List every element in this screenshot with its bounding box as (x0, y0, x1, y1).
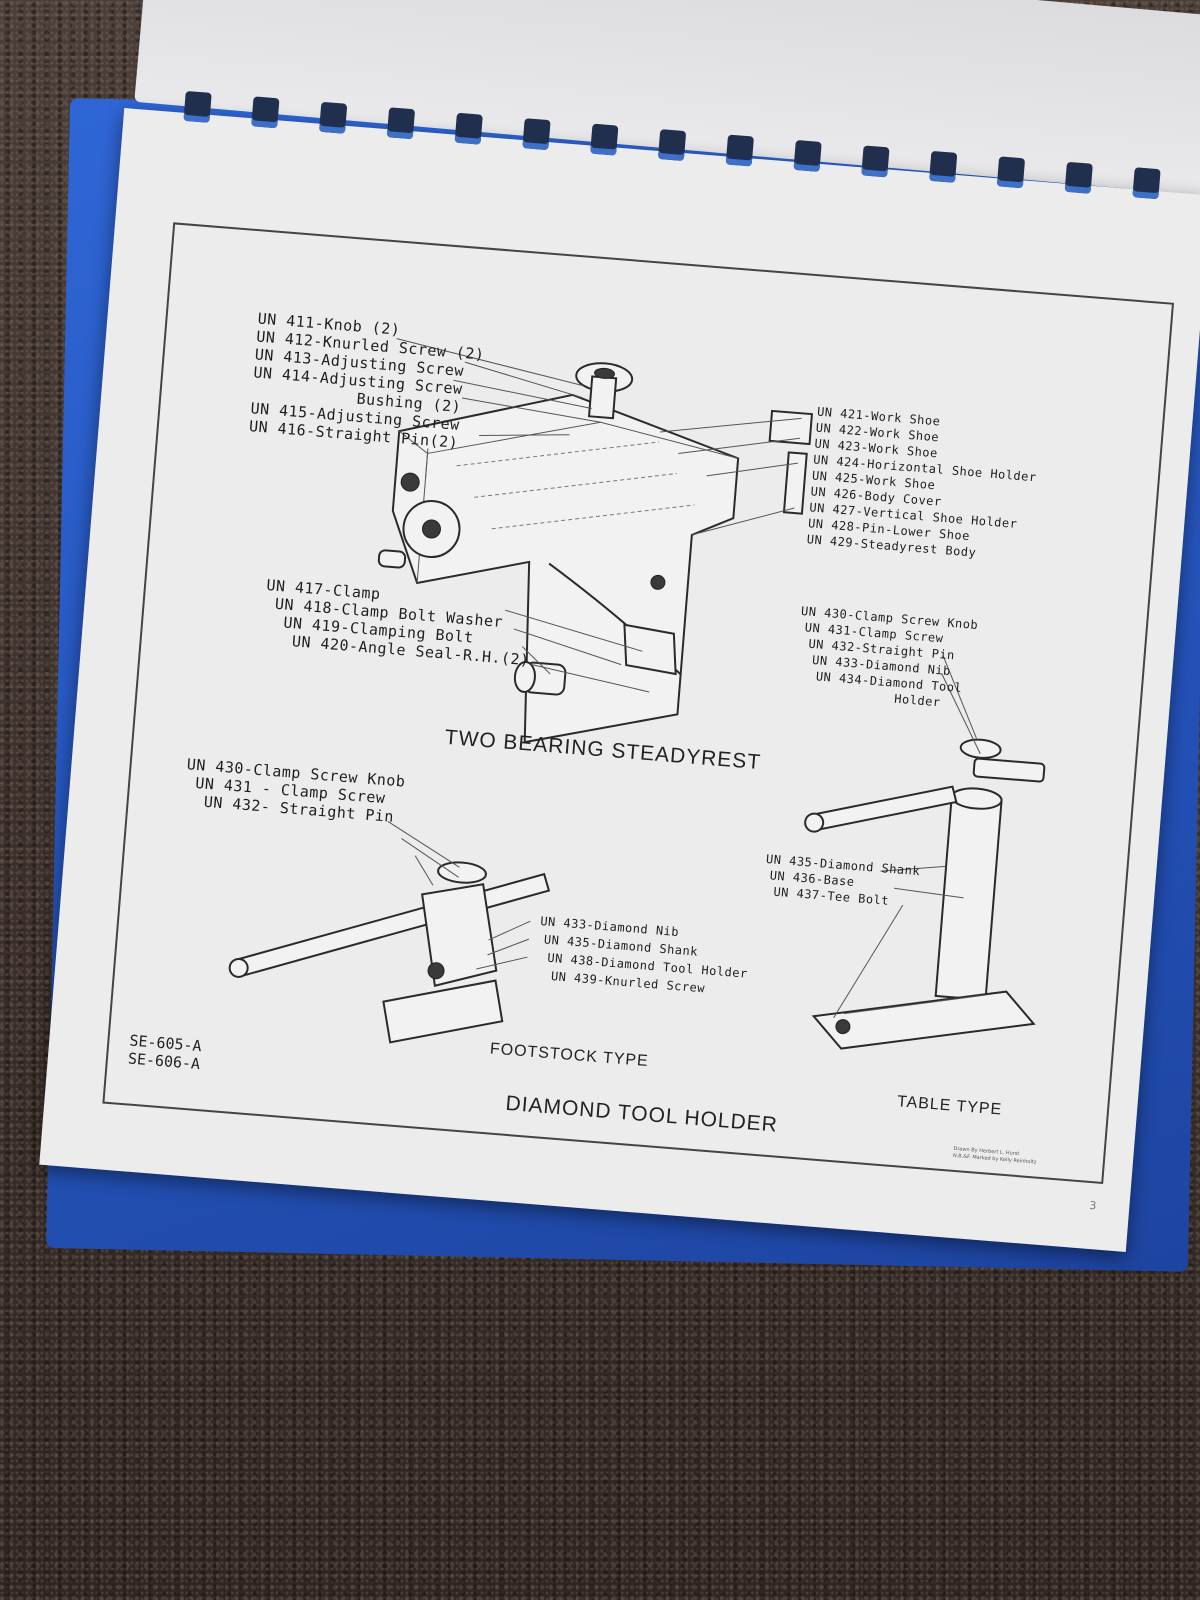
manual-page: UN 411-Knob (2) UN 412-Knurled Screw (2)… (39, 90, 1200, 1253)
leader-lines (387, 338, 981, 1019)
table-type-holder-drawing (804, 738, 1046, 1050)
footstock-type-holder-drawing (228, 861, 551, 1044)
page-number: 3 (1088, 1198, 1097, 1213)
steadyrest-body-drawing (377, 362, 814, 744)
parts-drawing (228, 338, 1046, 1050)
